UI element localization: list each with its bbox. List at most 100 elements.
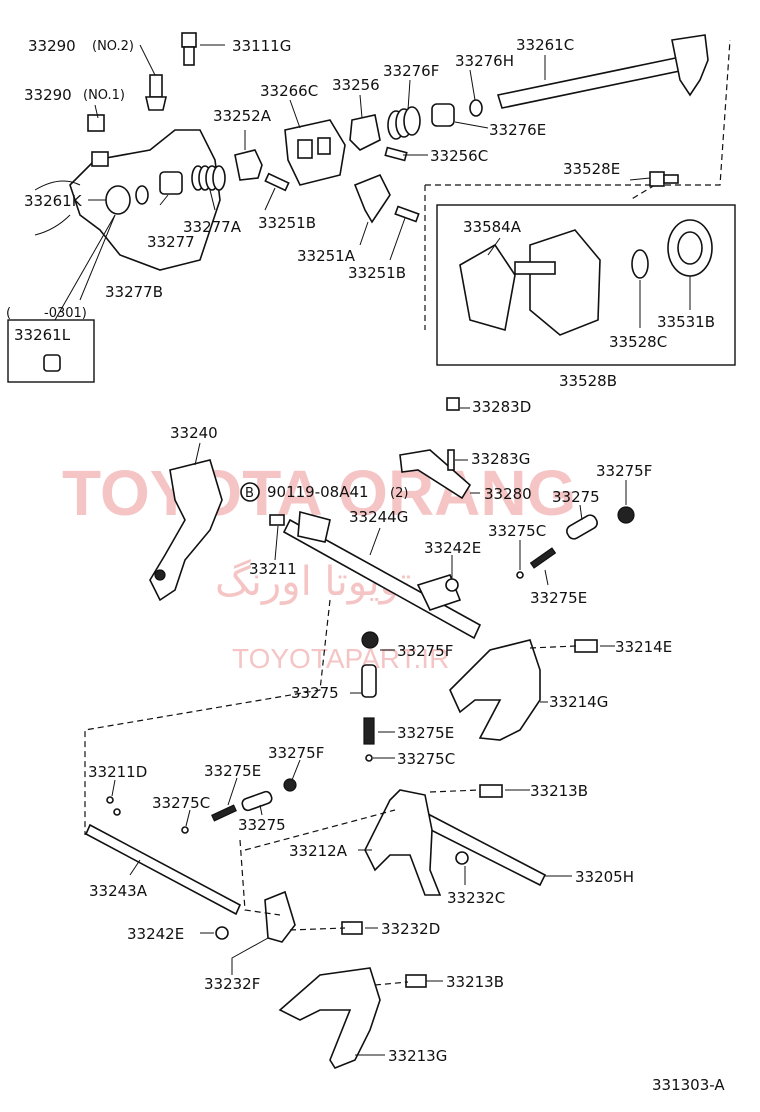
label-33283g: 33283G — [471, 450, 530, 468]
label-33275f-left: 33275F — [268, 744, 324, 762]
label-33528e: 33528E — [563, 160, 620, 178]
dash-left-group — [239, 839, 281, 916]
label-date-0301: -0301) — [44, 306, 87, 321]
breather-plug-no2 — [149, 74, 163, 98]
leader-lines — [88, 44, 691, 1056]
pin-33275-left — [241, 790, 273, 812]
ring-33242e — [445, 578, 459, 592]
label-33213g: 33213G — [388, 1047, 447, 1065]
label-33275-mid: 33275 — [291, 684, 339, 702]
label-33266c: 33266C — [260, 82, 318, 100]
breather-plug-no1 — [87, 114, 105, 132]
seal-33531b-inner — [677, 231, 703, 265]
label-33212a: 33212A — [289, 842, 348, 860]
bolt-33211 — [269, 514, 285, 526]
pin-33283g — [447, 449, 455, 471]
dash-33528e — [629, 184, 656, 201]
lever-33240-bolt — [154, 569, 166, 581]
spring-33275e-left — [211, 804, 237, 822]
housing-bracket — [34, 180, 81, 236]
box-33528b — [436, 204, 736, 366]
plug-seat — [91, 151, 109, 167]
label-33275-left: 33275 — [238, 816, 286, 834]
plug-33275f-mid — [361, 631, 379, 649]
label-33242e: 33242E — [424, 539, 481, 557]
label-qty-2: (2) — [390, 486, 408, 501]
label-33290-no1: 33290 — [24, 86, 72, 104]
plug-33275f-right — [617, 506, 635, 524]
watermark-url: TOYOTAPART.IR — [232, 643, 449, 674]
breather-plug-no2-base — [144, 96, 168, 111]
plug-33111g-head — [181, 32, 197, 48]
label-33244g: 33244G — [349, 508, 408, 526]
label-33111g: 33111G — [232, 37, 291, 55]
pin-33275-right — [566, 514, 598, 540]
bushing-33261l — [43, 354, 61, 372]
label-33242e-lower: 33242E — [127, 925, 184, 943]
label-33251b-2: 33251B — [348, 264, 406, 282]
shaft-33205h — [423, 813, 547, 887]
plug-33111g-body — [183, 46, 195, 66]
pin-33275-mid — [361, 664, 377, 698]
label-33275e-right: 33275E — [530, 589, 587, 607]
label-33277a: 33277A — [183, 218, 242, 236]
dash-33213b-2 — [374, 981, 409, 986]
shaft-33244g-head — [297, 510, 331, 543]
label-33275c-mid: 33275C — [397, 750, 455, 768]
spring-33276f — [387, 106, 421, 140]
spring-33275e-mid — [363, 717, 375, 745]
label-33243a: 33243A — [89, 882, 148, 900]
ball-33275c-mid — [365, 754, 373, 762]
label-33275c-left: 33275C — [152, 794, 210, 812]
label-90119-08a41: 90119-08A41 — [267, 483, 369, 501]
bushing-33276e — [431, 103, 455, 127]
label-33280: 33280 — [484, 485, 532, 503]
spring-33275e-right — [529, 547, 557, 569]
label-33290-no2: 33290 — [28, 37, 76, 55]
label-33261k: 33261K — [24, 192, 83, 210]
label-33276e: 33276E — [489, 121, 546, 139]
bolt-33214e — [574, 639, 598, 653]
ball-33275c-right — [516, 571, 524, 579]
label-33251b: 33251B — [258, 214, 316, 232]
label-33261c: 33261C — [516, 36, 574, 54]
label-paren-open: ( — [6, 306, 11, 321]
retainer-plate — [529, 229, 601, 336]
label-33275-right: 33275 — [552, 488, 600, 506]
bolt-33283d — [446, 397, 460, 411]
label-33276h: 33276H — [455, 52, 514, 70]
gasket-33584a — [459, 243, 516, 332]
bolt-33528e-body — [663, 174, 679, 184]
label-no2: (NO.2) — [92, 39, 134, 54]
lever-33256 — [349, 114, 381, 151]
cover-window-1 — [297, 139, 313, 159]
retainer-tube — [514, 261, 556, 275]
label-33251a: 33251A — [297, 247, 356, 265]
label-33252a: 33252A — [213, 107, 272, 125]
label-33256c: 33256C — [430, 147, 488, 165]
label-33275e-mid: 33275E — [397, 724, 454, 742]
bolt-33213b-2 — [405, 974, 427, 988]
label-33211d: 33211D — [88, 763, 147, 781]
lever-33240 — [149, 459, 223, 602]
dash-33213b-1 — [429, 789, 481, 793]
bolt-33528e-head — [649, 171, 665, 187]
label-33275f-mid: 33275F — [397, 642, 453, 660]
shaft-33261c — [496, 54, 696, 109]
callout-b-text: B — [245, 486, 254, 501]
label-33584a: 33584A — [463, 218, 522, 236]
part-labels: 33290 (NO.2) 33111G 33290 (NO.1) 33261C … — [6, 36, 725, 1094]
dash-box-top — [425, 39, 731, 186]
lever-33280 — [399, 449, 472, 500]
shaft-end-lever — [671, 34, 709, 97]
label-33214g: 33214G — [549, 693, 608, 711]
retainer-33252a — [234, 149, 263, 181]
label-33214e: 33214E — [615, 638, 672, 656]
pin-33256c — [384, 146, 408, 162]
ring-33232c — [455, 851, 469, 865]
label-33528b: 33528B — [559, 372, 617, 390]
label-33277b: 33277B — [105, 283, 163, 301]
ball-33211d-2 — [113, 808, 121, 816]
label-33277: 33277 — [147, 233, 195, 251]
